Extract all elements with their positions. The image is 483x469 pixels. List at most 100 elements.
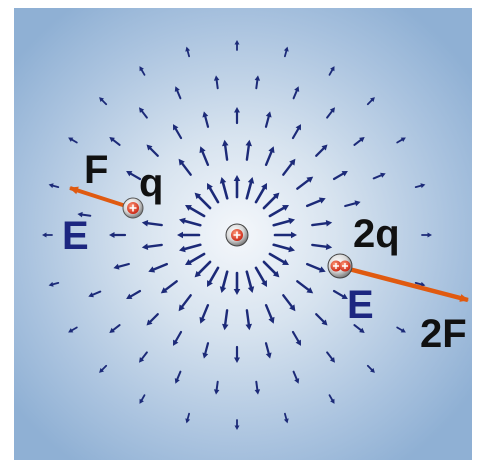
label-field-small: E: [62, 214, 89, 258]
field-arrow: [174, 86, 182, 100]
field-arrow: [353, 137, 365, 146]
field-arrow: [48, 183, 60, 189]
plus-icon: [333, 263, 339, 269]
field-arrow: [254, 266, 267, 287]
field-arrow: [268, 252, 289, 265]
field-arrow: [179, 217, 202, 227]
field-arrow: [233, 175, 241, 199]
field-arrow: [48, 281, 60, 287]
field-arrow: [199, 146, 210, 167]
force-arrow-large: [344, 265, 469, 303]
field-arrow: [160, 280, 178, 294]
field-arrow: [222, 309, 229, 331]
field-arrow: [185, 252, 206, 265]
field-arrow: [202, 111, 210, 128]
field-arrow: [234, 419, 240, 430]
field-arrow: [414, 183, 426, 189]
field-arrow: [77, 211, 92, 218]
source-charge: [225, 223, 249, 247]
field-arrow: [283, 412, 289, 424]
field-arrow: [109, 232, 127, 238]
label-charge-q: q: [139, 161, 163, 205]
field-arrow: [245, 139, 252, 161]
field-arrow: [332, 171, 348, 181]
label-force-small: F: [84, 148, 108, 192]
field-arrow: [178, 294, 192, 312]
field-arrow: [291, 330, 301, 346]
field-arrow: [202, 342, 210, 359]
field-arrow: [292, 370, 300, 384]
field-arrow: [139, 394, 146, 404]
field-arrow: [315, 313, 328, 326]
field-arrow: [148, 262, 169, 273]
field-arrow: [315, 144, 328, 157]
field-arrow: [353, 324, 365, 333]
label-force-large: 2F: [420, 312, 467, 356]
field-arrow: [326, 351, 335, 363]
field-arrow: [264, 342, 272, 359]
field-arrow: [42, 232, 53, 238]
field-arrow: [245, 309, 252, 331]
field-arrow: [207, 266, 220, 287]
field-arrow: [254, 380, 261, 395]
field-arrow-group: [42, 40, 432, 430]
field-arrow: [234, 345, 240, 363]
field-arrow: [326, 107, 335, 119]
field-arrow: [185, 46, 191, 58]
field-arrow: [332, 289, 348, 299]
field-arrow: [178, 158, 192, 176]
field-arrow: [194, 260, 212, 278]
field-arrow: [141, 243, 163, 250]
field-arrow: [179, 243, 202, 253]
label-charge-2q: 2q: [353, 212, 400, 256]
field-arrow: [296, 280, 314, 294]
field-arrow: [306, 197, 326, 208]
field-arrow: [292, 86, 300, 100]
field-arrow: [254, 75, 261, 90]
field-arrow: [254, 183, 267, 204]
plus-icon: [233, 231, 241, 239]
field-arrow: [262, 192, 280, 210]
field-arrow: [233, 271, 241, 295]
field-arrow: [414, 281, 426, 287]
field-arrow: [306, 262, 326, 273]
field-arrow: [272, 243, 295, 253]
field-arrow: [366, 364, 375, 373]
force-arrow-small: [69, 186, 133, 210]
field-arrow: [366, 97, 375, 106]
field-arrow: [68, 326, 78, 333]
field-arrow: [311, 220, 333, 227]
field-arrow: [264, 111, 272, 128]
field-arrow: [126, 171, 142, 181]
field-arrow: [421, 232, 432, 238]
field-arrow: [213, 380, 220, 395]
field-arrow: [219, 177, 229, 200]
field-arrow: [99, 364, 108, 373]
field-arrow: [68, 137, 78, 144]
field-arrow: [264, 146, 275, 167]
field-arrow: [146, 144, 159, 157]
field-arrow: [282, 294, 296, 312]
field-arrow: [328, 394, 335, 404]
field-arrow: [109, 324, 121, 333]
field-arrow: [283, 46, 289, 58]
field-arrow: [372, 172, 386, 180]
field-arrow: [282, 158, 296, 176]
field-arrow: [141, 220, 163, 227]
field-arrow: [234, 107, 240, 125]
field-arrow: [291, 124, 301, 140]
field-arrow: [173, 124, 183, 140]
field-arrow: [139, 351, 148, 363]
label-field-large: E: [347, 283, 374, 327]
field-arrow: [245, 177, 255, 200]
field-arrow: [185, 412, 191, 424]
field-arrow: [264, 304, 275, 324]
field-arrow: [88, 290, 102, 298]
field-arrow: [139, 66, 146, 76]
test-charge-2q: [327, 253, 353, 279]
field-arrow: [222, 139, 229, 161]
field-arrow: [273, 231, 297, 239]
field-arrow: [296, 176, 314, 190]
field-arrow: [207, 183, 220, 204]
